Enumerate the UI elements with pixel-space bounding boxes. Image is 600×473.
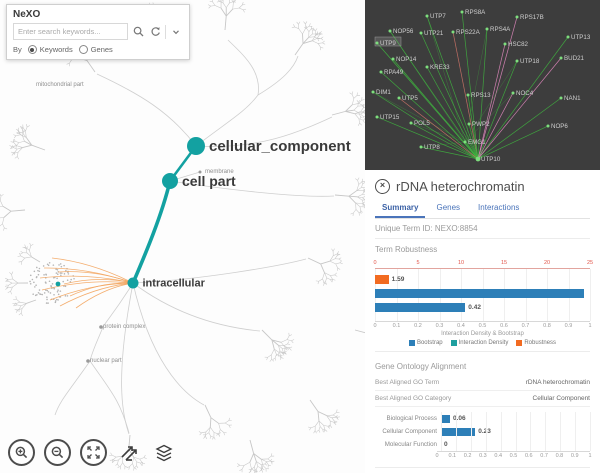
biological-process-score-bar — [441, 414, 450, 423]
reset-icon[interactable] — [148, 25, 162, 39]
term-label-nuclear-part[interactable]: nuclear part — [90, 358, 122, 364]
app-title: NeXO — [13, 9, 41, 20]
gene-node-rpa49[interactable]: RPA49 — [384, 69, 404, 76]
search-mode-keywords[interactable]: Keywords — [27, 45, 73, 54]
go-alignment-heading: Gene Ontology Alignment — [375, 362, 467, 371]
gene-node-rps17b[interactable]: RPS17B — [520, 14, 544, 21]
gene-node-utp10[interactable]: UTP10 — [481, 156, 501, 163]
tab-genes[interactable]: Genes — [436, 203, 461, 212]
term-node-cellular-component[interactable] — [187, 137, 205, 155]
keywords-radio[interactable] — [27, 45, 37, 54]
search-icon[interactable] — [131, 25, 145, 39]
legend-bootstrap: Bootstrap — [408, 340, 443, 346]
gene-node-rps8a[interactable]: RPS8A — [465, 9, 486, 16]
legend-interaction-density: Interaction Density — [450, 340, 508, 346]
gene-node-nop14[interactable]: NOP14 — [396, 56, 417, 63]
zoom-in-button[interactable] — [8, 439, 35, 466]
search-options-chevron-down-icon[interactable] — [165, 24, 183, 39]
bottom-axis-caption: Interaction Density & Bootstrap — [441, 331, 524, 337]
tab-interactions[interactable]: Interactions — [478, 203, 520, 212]
term-label-cellular-component[interactable]: cellular_component — [209, 138, 351, 155]
robustness-bar — [375, 275, 389, 284]
interaction-density-bar — [375, 303, 466, 312]
robustness-legend: Bootstrap Interaction Density Robustness — [375, 340, 590, 352]
bootstrap-bar — [375, 289, 584, 298]
gene-node-rps22a[interactable]: RPS22A — [456, 29, 481, 36]
gene-node-dim1[interactable]: DIM1 — [376, 89, 391, 96]
gene-node-pwp2[interactable]: PWP2 — [472, 121, 490, 128]
gene-node-utp9[interactable]: UTP9 — [380, 40, 396, 47]
gene-node-utp7[interactable]: UTP7 — [430, 13, 446, 20]
gene-node-utp18[interactable]: UTP18 — [520, 58, 540, 65]
gene-node-utp21[interactable]: UTP21 — [424, 30, 444, 37]
gene-node-nop6[interactable]: NOP6 — [551, 123, 568, 130]
gene-network-canvas[interactable]: UTP7 RPS8A RPS17B NOP56 UTP21 RPS22A RPS4A HSC8… — [365, 0, 600, 170]
tab-summary[interactable]: Summary — [375, 200, 426, 218]
term-label-intracellular[interactable]: intracellular — [143, 278, 206, 290]
search-panel: NeXO By Keywords — [6, 4, 190, 60]
gene-node-rps13[interactable]: RPS13 — [471, 92, 491, 99]
gene-node-kre33[interactable]: KRE33 — [430, 64, 450, 71]
gene-node-emg1[interactable]: EMG1 — [468, 139, 486, 146]
gene-node-utp15[interactable]: UTP15 — [380, 114, 400, 121]
search-input[interactable] — [13, 23, 128, 40]
unique-term-id: Unique Term ID: NEXO:8854 — [375, 219, 590, 239]
genes-radio[interactable] — [78, 45, 88, 54]
layout-arrows-button[interactable] — [116, 440, 142, 466]
term-node-cell-part[interactable] — [162, 173, 178, 189]
gene-node-bud21[interactable]: BUD21 — [564, 55, 585, 62]
close-icon[interactable]: × — [375, 179, 390, 194]
zoom-out-button[interactable] — [44, 439, 71, 466]
term-label-cell-part[interactable]: cell part — [182, 173, 236, 189]
gene-node-utp8[interactable]: UTP8 — [424, 144, 440, 151]
detail-tabs: Summary Genes Interactions — [375, 200, 590, 219]
gene-node-hsc82[interactable]: HSC82 — [508, 41, 529, 48]
search-mode-group: By Keywords Genes — [13, 45, 183, 54]
by-label: By — [13, 45, 22, 54]
zoom-toolbar — [8, 439, 177, 466]
layers-button[interactable] — [151, 440, 177, 466]
biological-process-heading: Biological Process — [375, 467, 590, 473]
term-label-protein-complex[interactable]: protein complex — [103, 324, 145, 330]
search-mode-genes[interactable]: Genes — [78, 45, 113, 54]
gene-node-utp5[interactable]: UTP5 — [402, 95, 418, 102]
term-title: rDNA heterochromatin — [396, 179, 525, 194]
term-node-intracellular[interactable] — [127, 277, 139, 289]
term-robustness-heading: Term Robustness — [375, 245, 438, 254]
fit-to-screen-button[interactable] — [80, 439, 107, 466]
gene-node-rps4a[interactable]: RPS4A — [490, 26, 511, 33]
gene-node-utp13[interactable]: UTP13 — [571, 34, 591, 41]
gene-node-nop56[interactable]: NOP56 — [393, 28, 414, 35]
gene-node-pol5[interactable]: POL5 — [414, 120, 430, 127]
legend-robustness: Robustness — [516, 340, 556, 346]
term-label-membrane[interactable]: membrane — [205, 169, 234, 175]
genes-radio-label: Genes — [90, 45, 113, 54]
keywords-radio-label: Keywords — [39, 45, 73, 54]
term-label-mitochondrial-part[interactable]: mitochondrial part — [36, 82, 84, 88]
gene-node-nan1[interactable]: NAN1 — [564, 95, 581, 102]
gene-node-noc4[interactable]: NOC4 — [516, 90, 534, 97]
cellular-component-score-bar — [441, 427, 476, 436]
gene-interaction-network-panel[interactable]: UTP7 RPS8A RPS17B NOP56 UTP21 RPS22A RPS4A HSC8… — [365, 0, 600, 170]
